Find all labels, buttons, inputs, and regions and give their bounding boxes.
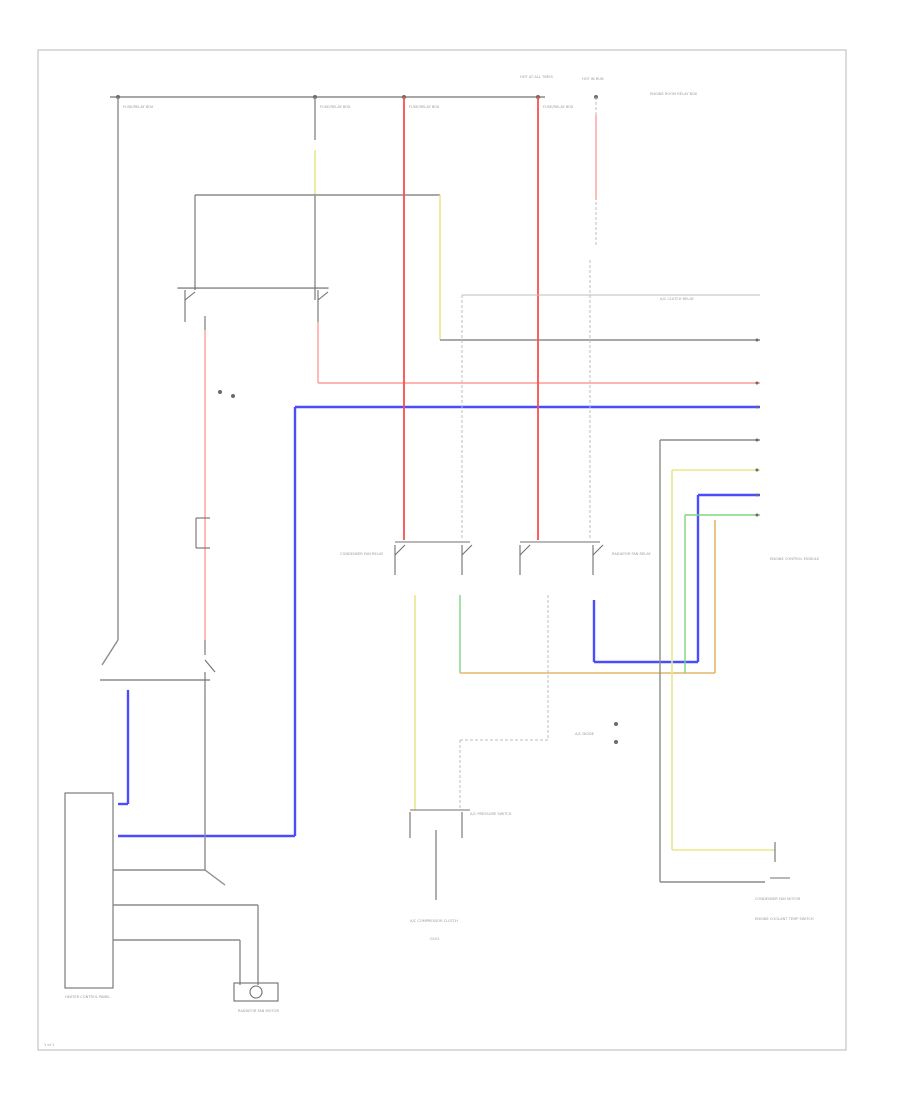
relay-mid-right-label: RADIATOR FAN RELAY (612, 552, 652, 556)
radiator-fan-motor (233, 982, 279, 1002)
radiator-fan-label: RADIATOR FAN MOTOR (238, 1009, 279, 1013)
fuse-label-mid3: FUSE/RELAY BOX (543, 105, 574, 109)
left-feed-wire (100, 97, 210, 681)
red-feeds (403, 97, 539, 540)
heater-switch (204, 640, 216, 700)
diagram-frame (37, 49, 847, 1051)
relay-mid-left-label: CONDENSER FAN RELAY (340, 552, 384, 556)
ground-note: G101 (430, 937, 440, 941)
fuse2-column (194, 97, 760, 341)
relay-upper-left (177, 287, 329, 330)
fuse-label-mid1: FUSE/RELAY BOX (320, 105, 351, 109)
lower-relay-wires (414, 595, 715, 810)
switch-mid-left (195, 517, 210, 549)
relay-lower-left-label: A/C PRESSURE SWITCH (470, 812, 512, 816)
relay-top-right-label: A/C CLUTCH RELAY (660, 297, 695, 301)
heater-control-label: HEATER CONTROL PANEL (65, 995, 110, 999)
diode-label: A/C DIODE (575, 732, 595, 736)
condenser-fan (770, 842, 790, 879)
hot-in-run-label: HOT IN RUN (582, 77, 604, 81)
compressor-clutch (409, 809, 470, 900)
pink-left-column (204, 330, 235, 640)
compressor-label: A/C COMPRESSOR CLUTCH (410, 919, 458, 923)
diode (614, 722, 618, 744)
ecm-label: ENGINE CONTROL MODULE (770, 557, 820, 561)
page-ref: 1 of 1 (44, 1043, 54, 1047)
engine-room-label: ENGINE ROOM RELAY BOX (650, 92, 698, 96)
blue-wire-right (592, 493, 760, 664)
heater-control-panel (64, 700, 259, 989)
blue-wire-main (118, 405, 760, 838)
pink-wire-relay (317, 322, 760, 384)
right-connector (755, 338, 759, 517)
condenser-fan-label: CONDENSER FAN MOTOR (755, 897, 801, 901)
fuse-label-left: FUSE/RELAY BOX (123, 105, 154, 109)
relay-mid-left (394, 541, 473, 575)
hot-at-all-times-label: HOT AT ALL TIMES (520, 75, 554, 79)
sensor-label: ENGINE COOLANT TEMP SWITCH (755, 917, 814, 921)
gray-leads (461, 97, 760, 540)
relay-mid-right (519, 541, 604, 575)
fuse-label-mid2: FUSE/RELAY BOX (409, 105, 440, 109)
top-power-bus (110, 95, 598, 99)
right-side-wires (659, 439, 775, 883)
